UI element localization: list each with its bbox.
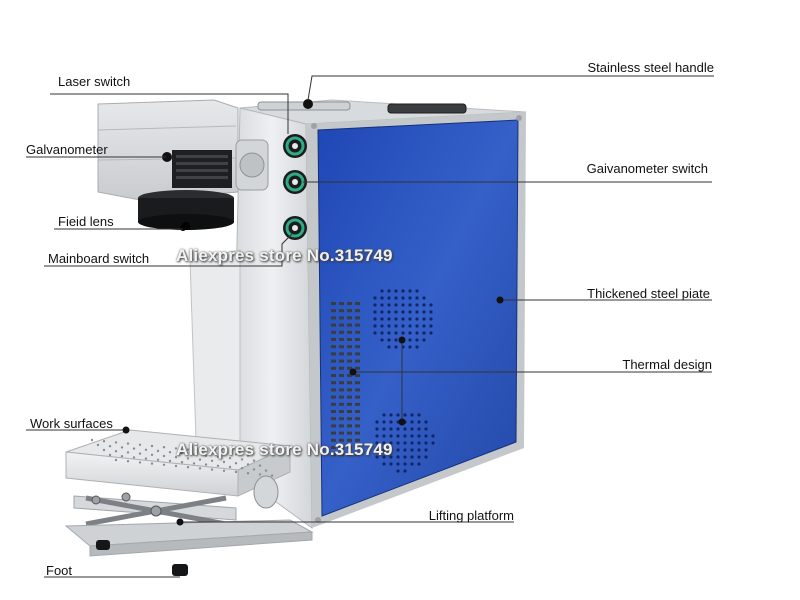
- table-holes: [90, 438, 274, 477]
- label-stainless-steel-handle: Stainless steel handle: [587, 60, 714, 75]
- watermark-bottom: Aliexpres store No.315749: [176, 440, 393, 459]
- fan-grill-top: [373, 289, 433, 349]
- label-foot: Foot: [46, 563, 73, 578]
- mainboard-switch-icon: [283, 216, 307, 240]
- vent-grid: [331, 302, 360, 457]
- label-laser-switch: Laser switch: [58, 74, 131, 89]
- stainless-steel-handle-icon: [257, 99, 467, 114]
- fan-grill-bottom: [375, 413, 435, 473]
- leader-dots: [122, 296, 504, 526]
- label-thermal-design: Thermal design: [622, 357, 712, 372]
- label-field-lens: Fieid lens: [58, 214, 114, 229]
- label-lifting-platform: Lifting platform: [428, 508, 514, 523]
- leader-mainboard-switch: [44, 233, 293, 267]
- label-galvanometer: Galvanometer: [26, 142, 108, 157]
- label-work-surfaces: Work surfaces: [30, 416, 113, 431]
- work-table: [64, 429, 314, 576]
- leader-laser-switch: [50, 93, 289, 134]
- laser-switch-icon: [283, 134, 307, 158]
- leader-lines: [26, 75, 714, 578]
- watermark-top: Aliexpres store No.315749: [176, 246, 393, 265]
- galvanometer-head: [97, 99, 269, 201]
- label-galvanometer-switch: Gaivanometer switch: [586, 161, 708, 176]
- field-lens: [138, 190, 234, 231]
- leader-stainless-handle: [307, 75, 714, 101]
- label-thickened-steel-plate: Thickened steel piate: [587, 286, 710, 301]
- label-mainboard-switch: Mainboard switch: [48, 251, 150, 266]
